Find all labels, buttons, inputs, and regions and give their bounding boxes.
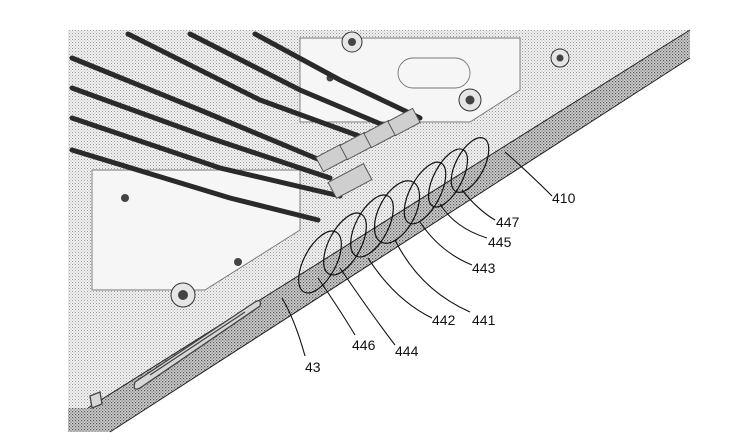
oval-slot bbox=[397, 57, 471, 89]
screw-holes bbox=[121, 31, 570, 308]
label-447: 447 bbox=[496, 214, 520, 230]
label-444: 444 bbox=[395, 343, 419, 359]
ellipse-443 bbox=[403, 161, 447, 225]
label-43: 43 bbox=[305, 359, 321, 375]
contact-ellipses bbox=[298, 137, 490, 294]
conductive-strips bbox=[69, 31, 423, 223]
leader-lines bbox=[281, 151, 553, 357]
label-410: 410 bbox=[552, 190, 576, 206]
label-442: 442 bbox=[432, 312, 456, 328]
board-bottom-edge bbox=[109, 57, 691, 433]
board-top-face bbox=[68, 30, 690, 408]
label-441: 441 bbox=[472, 312, 496, 328]
label-446: 446 bbox=[352, 337, 376, 353]
ellipse-445 bbox=[427, 148, 469, 208]
label-443: 443 bbox=[472, 260, 496, 276]
ellipse-446 bbox=[298, 230, 342, 294]
ellipse-444 bbox=[323, 212, 367, 276]
front-bump bbox=[89, 391, 103, 409]
front-slot-inner bbox=[149, 311, 246, 376]
label-445: 445 bbox=[488, 234, 512, 250]
contact-pads bbox=[315, 107, 421, 200]
board-top-edge bbox=[87, 29, 691, 409]
